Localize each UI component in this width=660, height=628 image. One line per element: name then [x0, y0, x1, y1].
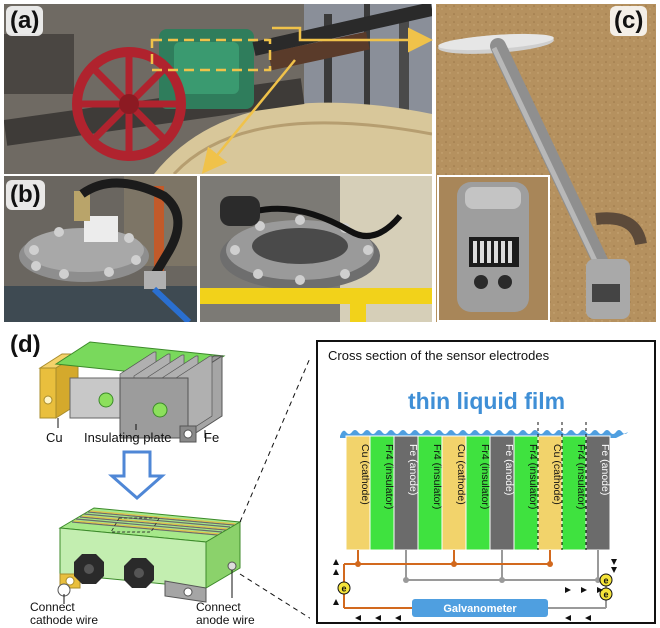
electrode-label: Cu (cathode)	[551, 444, 563, 505]
label-connect-anode-1: Connect	[196, 600, 241, 614]
electrode-label: Fr4 (insulator)	[527, 444, 539, 509]
label-connect-cathode-2: cathode wire	[30, 613, 98, 627]
electrode-label: Cu (cathode)	[359, 444, 371, 505]
electrode-label: Fe (anode)	[599, 444, 611, 495]
electron-right-2-label: e	[603, 590, 608, 600]
label-cu: Cu	[46, 430, 63, 445]
assembly-down-arrow	[108, 450, 166, 500]
flow-arrow-down	[611, 559, 617, 565]
electrode-label: Cu (cathode)	[455, 444, 467, 505]
sensor-exploded-view	[38, 341, 226, 443]
flow-arrow-left	[375, 615, 381, 621]
electrode-label: Fe (anode)	[407, 444, 419, 495]
panel-label-a: (a)	[6, 6, 44, 36]
panel-label-b: (b)	[6, 180, 45, 210]
flow-arrow-left	[395, 615, 401, 621]
electrode-strip-insulator	[513, 435, 539, 551]
flow-arrow-down	[611, 567, 617, 573]
flow-arrow-right	[597, 587, 603, 593]
callout-arrows	[201, 26, 433, 174]
flow-arrow-right	[565, 587, 571, 593]
photo-c-inset-electrode-head	[437, 175, 550, 322]
electrode-strip-cathode	[441, 435, 467, 551]
electrode-label: Fr4 (insulator)	[431, 444, 443, 509]
electron-right-2	[599, 587, 613, 601]
sensor-3d-diagram: Cu Insulating plate Fe Connect	[30, 341, 310, 627]
zoom-line-bottom	[239, 573, 310, 619]
panel-label-c: (c)	[610, 6, 648, 36]
flow-arrow-left	[565, 615, 571, 621]
flow-arrow-left	[355, 615, 361, 621]
electrode-strip-anode	[585, 435, 611, 551]
panel-label-d: (d)	[10, 331, 41, 358]
label-connect-cathode-1: Connect	[30, 600, 75, 614]
photo-c-inset-drawing	[439, 177, 548, 320]
flow-arrow-left	[585, 615, 591, 621]
label-insulating-plate: Insulating plate	[84, 430, 171, 445]
electrode-strip-insulator	[465, 435, 491, 551]
photo-a-pipeline-valve	[4, 4, 432, 174]
electrode-label: Fe (anode)	[503, 444, 515, 495]
zoom-line-top	[239, 356, 310, 523]
electrode-label: Fr4 (insulator)	[383, 444, 395, 509]
label-connect-anode-2: anode wire	[196, 613, 255, 627]
photo-b2-drawing	[200, 176, 432, 322]
cross-section-panel: Cross section of the sensor electrodes t…	[316, 340, 656, 624]
thin-liquid-film-label: thin liquid film	[408, 388, 566, 414]
electron-left	[337, 581, 351, 595]
callout-arrow-to-b	[201, 59, 296, 174]
photo-b-sensor-installation	[200, 176, 432, 322]
electron-right-1-label: e	[603, 576, 608, 586]
photo-a-drawing	[4, 4, 432, 174]
flow-arrow-right	[581, 587, 587, 593]
electrode-strip-insulator	[561, 435, 587, 551]
electrode-strip-cathode	[537, 435, 563, 551]
flow-arrow-up	[333, 559, 339, 565]
electrode-strip-cathode	[345, 435, 371, 551]
callout-arrow-to-c	[272, 26, 433, 53]
cross-section-title: Cross section of the sensor electrodes	[328, 348, 550, 363]
cross-section-drawing: Cu (cathode) Fr4 (insulator) Fe (anode) Fr4…	[333, 422, 628, 621]
galvanometer-label: Galvanometer	[443, 603, 517, 615]
label-fe: Fe	[204, 430, 219, 445]
electrode-label: Fr4 (insulator)	[479, 444, 491, 509]
electrode-strip-anode	[393, 435, 419, 551]
flow-arrow-up	[333, 599, 339, 605]
electrode-label: Fr4 (insulator)	[575, 444, 587, 509]
electron-right-1	[599, 573, 613, 587]
sensor-assembled-view	[57, 507, 242, 603]
flow-arrow-up	[333, 569, 339, 575]
electron-left-label: e	[341, 584, 346, 594]
galvanometer-box	[412, 599, 548, 617]
